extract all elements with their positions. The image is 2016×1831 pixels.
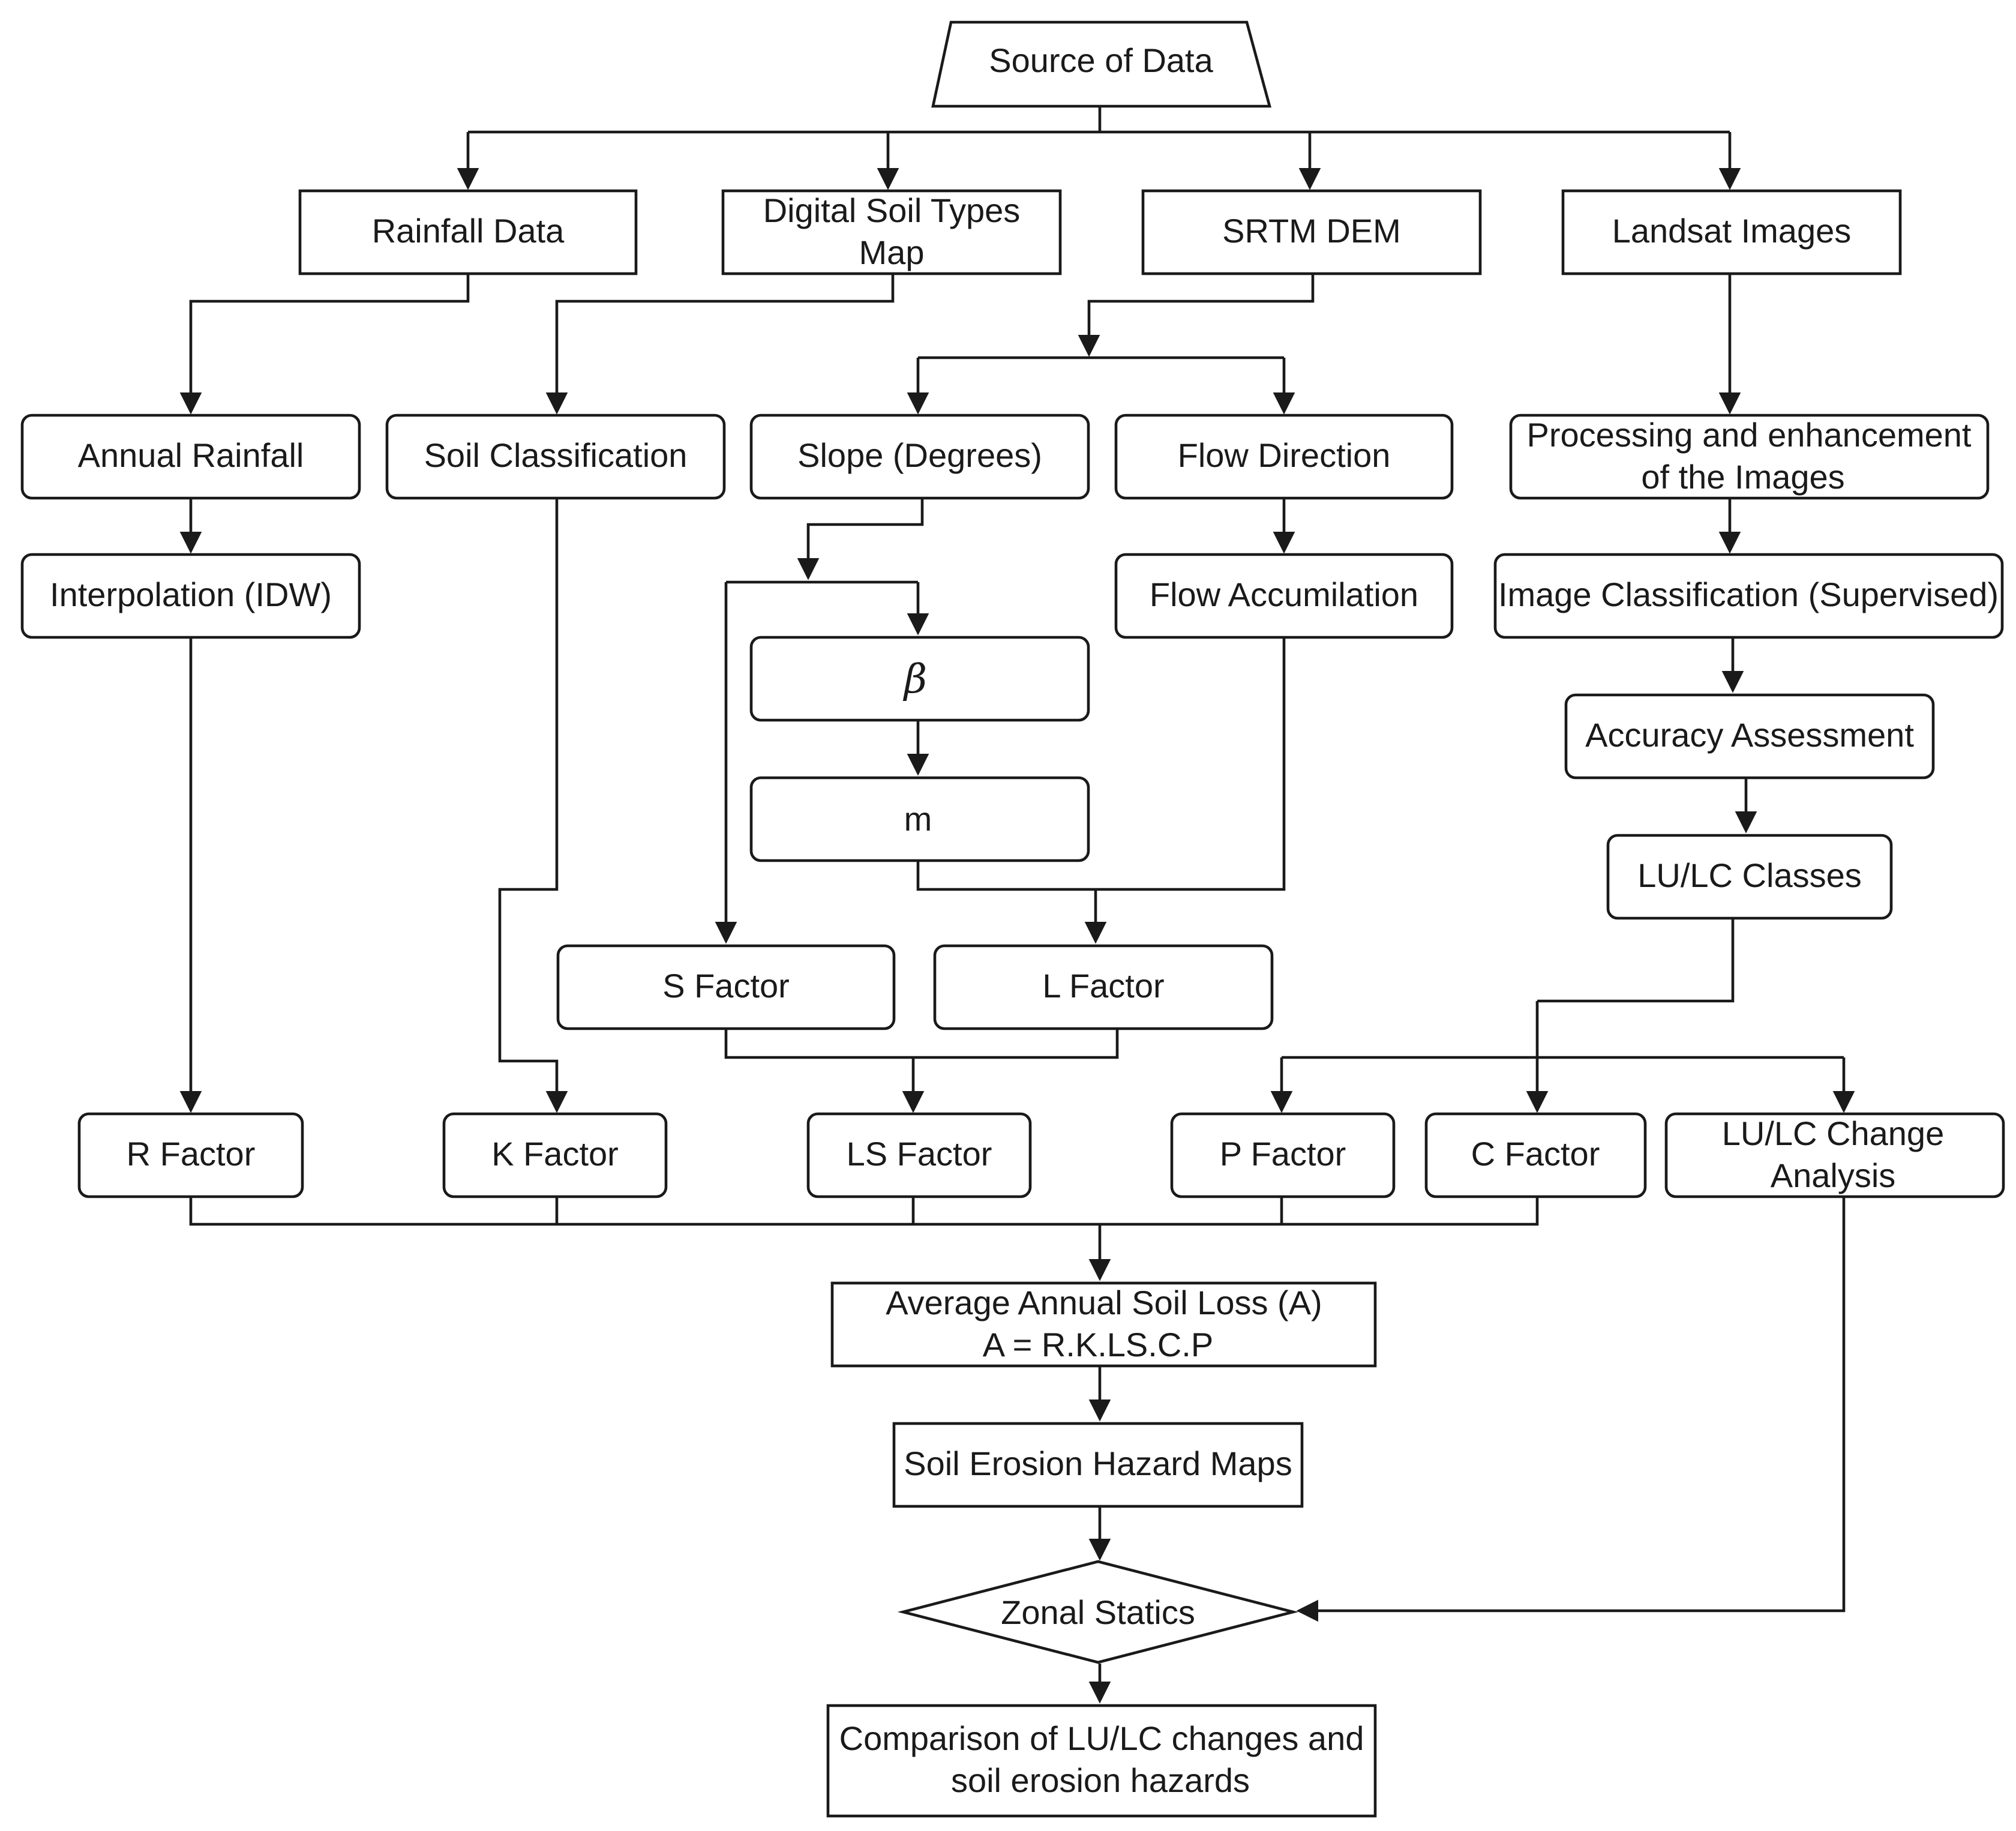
landsat-images-label: Landsat Images — [1612, 212, 1851, 250]
connector-factors-bus — [189, 1197, 1539, 1226]
c-factor-label: C Factor — [1471, 1135, 1600, 1173]
arrow-rainfall-to-annual — [179, 274, 470, 415]
flow-direction-label: Flow Direction — [1178, 436, 1391, 474]
ls-factor-node: LS Factor — [806, 1112, 1032, 1198]
zonal-statics-label: Zonal Statics — [1001, 1593, 1195, 1631]
beta-node: β — [749, 636, 1090, 722]
hazard-maps-label: Soil Erosion Hazard Maps — [904, 1445, 1292, 1482]
ls-factor-label: LS Factor — [847, 1135, 992, 1173]
landsat-images-node: Landsat Images — [1561, 189, 1902, 275]
soil-loss-node: Average Annual Soil Loss (A) A = R.K.LS.… — [830, 1281, 1377, 1368]
accuracy-assessment-node: Accuracy Assessment — [1564, 693, 1935, 780]
source-of-data-node: Source of Data — [931, 20, 1272, 108]
soil-classification-node: Soil Classification — [385, 413, 726, 500]
arrow-soilmap-to-classification — [545, 274, 895, 415]
annual-rainfall-label: Annual Rainfall — [78, 436, 304, 474]
digital-soil-map-label-line2: Map — [859, 233, 925, 271]
soil-loss-label-line2: A = R.K.LS.C.P — [983, 1326, 1213, 1363]
srtm-dem-label: SRTM DEM — [1222, 212, 1401, 250]
slope-node: Slope (Degrees) — [749, 413, 1090, 500]
digital-soil-map-node: Digital Soil Types Map — [721, 189, 1062, 275]
connector-classes-down — [1537, 917, 1735, 1003]
source-of-data-label: Source of Data — [989, 41, 1213, 79]
s-factor-label: S Factor — [662, 967, 790, 1005]
lulc-classes-label: LU/LC Classes — [1637, 856, 1861, 894]
slope-label: Slope (Degrees) — [797, 436, 1042, 474]
annual-rainfall-node: Annual Rainfall — [20, 413, 361, 500]
accuracy-assessment-label: Accuracy Assessment — [1585, 716, 1914, 754]
lulc-classes-node: LU/LC Classes — [1606, 834, 1893, 920]
c-factor-node: C Factor — [1424, 1112, 1647, 1198]
rainfall-data-node: Rainfall Data — [298, 189, 638, 275]
l-factor-node: L Factor — [933, 944, 1274, 1030]
s-factor-node: S Factor — [556, 944, 896, 1030]
rainfall-data-label: Rainfall Data — [372, 212, 565, 250]
zonal-statics-node: Zonal Statics — [897, 1560, 1299, 1664]
l-factor-label: L Factor — [1042, 967, 1164, 1005]
comparison-label-line2: soil erosion hazards — [951, 1761, 1250, 1799]
p-factor-node: P Factor — [1170, 1112, 1396, 1198]
r-factor-node: R Factor — [77, 1112, 304, 1198]
soil-loss-label-line1: Average Annual Soil Loss (A) — [886, 1284, 1322, 1321]
srtm-dem-node: SRTM DEM — [1141, 189, 1482, 275]
image-classification-node: Image Classification (Supervised) — [1493, 553, 2004, 639]
lulc-change-label-line2: Analysis — [1771, 1156, 1896, 1194]
flow-accumulation-label: Flow Accumilation — [1150, 576, 1418, 613]
interpolation-node: Interpolation (IDW) — [20, 553, 361, 639]
arrow-lulc-change-to-zonal — [1296, 1197, 1846, 1622]
arrow-slope-down — [797, 498, 924, 580]
digital-soil-map-label-line1: Digital Soil Types — [763, 191, 1021, 229]
flow-accumulation-node: Flow Accumilation — [1114, 553, 1454, 639]
arrow-classification-to-k — [498, 498, 568, 1113]
hazard-maps-node: Soil Erosion Hazard Maps — [892, 1422, 1304, 1508]
beta-label: β — [902, 656, 927, 702]
interpolation-label: Interpolation (IDW) — [50, 576, 332, 613]
comparison-node: Comparison of LU/LC changes and soil ero… — [826, 1704, 1377, 1818]
m-label: m — [904, 800, 932, 838]
connector-m-accum-bus — [916, 637, 1286, 891]
soil-classification-label: Soil Classification — [424, 436, 688, 474]
lulc-change-node: LU/LC Change Analysis — [1664, 1112, 2005, 1198]
comparison-label-line1: Comparison of LU/LC changes and — [839, 1719, 1364, 1757]
k-factor-node: K Factor — [442, 1112, 668, 1198]
flow-direction-node: Flow Direction — [1114, 413, 1454, 500]
processing-node: Processing and enhancement of the Images — [1509, 413, 1990, 500]
connectors — [179, 106, 1855, 1704]
p-factor-label: P Factor — [1220, 1135, 1346, 1173]
connector-sl-bus — [724, 1027, 1119, 1059]
m-node: m — [749, 776, 1090, 862]
processing-label-line1: Processing and enhancement — [1527, 416, 1972, 454]
k-factor-label: K Factor — [491, 1135, 619, 1173]
image-classification-label: Image Classification (Supervised) — [1498, 576, 1999, 613]
lulc-change-label-line1: LU/LC Change — [1722, 1114, 1944, 1152]
connector-srtm-down — [1078, 274, 1315, 357]
r-factor-label: R Factor — [127, 1135, 256, 1173]
processing-label-line2: of the Images — [1641, 458, 1844, 496]
